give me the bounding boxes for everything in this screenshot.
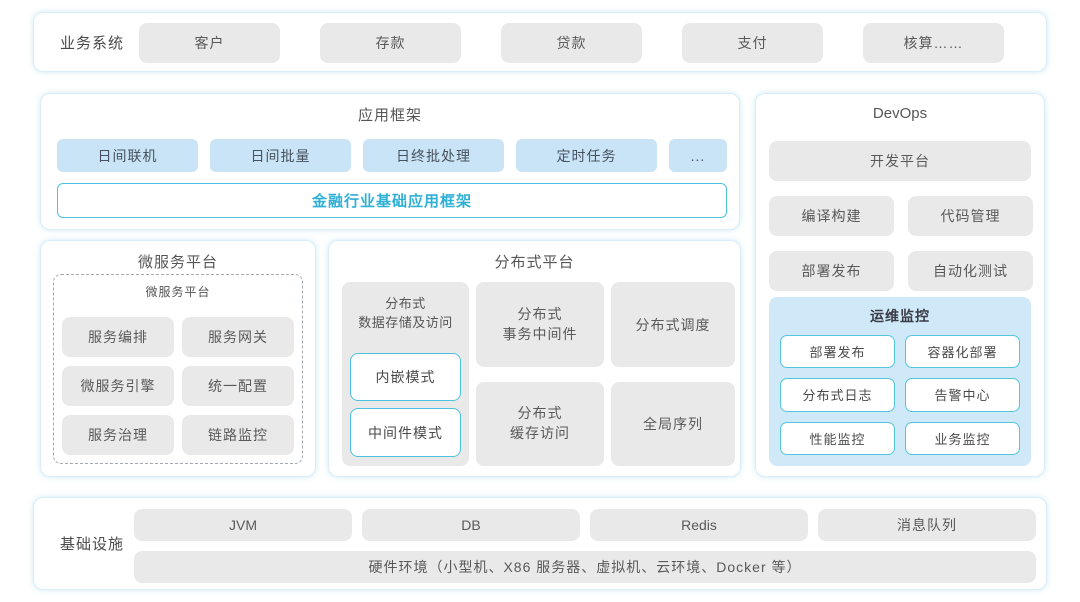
distributed-storage-label: 分布式 数据存储及访问: [358, 296, 453, 330]
af-item-eod-batch: 日终批处理: [363, 139, 504, 172]
ms-link-monitoring: 链路监控: [182, 415, 294, 455]
monitor-distributed-log: 分布式日志: [780, 378, 895, 412]
af-item-scheduled-task: 定时任务: [516, 139, 657, 172]
microservice-title: 微服务平台: [137, 254, 218, 271]
microservice-inner-title: 微服务平台: [145, 285, 211, 299]
monitor-business: 业务监控: [905, 421, 1020, 455]
af-item-daytime-batch: 日间批量: [210, 139, 351, 172]
monitor-performance: 性能监控: [780, 421, 895, 455]
infra-db: DB: [362, 509, 580, 541]
business-item-customer: 客户: [139, 23, 280, 63]
business-items-row: 客户 存款 贷款 支付 核算……: [139, 23, 1004, 63]
business-layer-label: 业务系统: [59, 34, 124, 52]
infrastructure-hardware-row: 硬件环境（小型机、X86 服务器、虚拟机、云环境、Docker 等）: [134, 551, 1036, 583]
infra-jvm: JVM: [134, 509, 352, 541]
monitor-alert-center: 告警中心: [905, 378, 1020, 412]
financial-base-framework-box: 金融行业基础应用框架: [57, 183, 727, 218]
ops-monitoring-grid: 部署发布 容器化部署 分布式日志 告警中心 性能监控 业务监控: [780, 335, 1020, 455]
ms-service-orchestration: 服务编排: [62, 317, 174, 357]
ms-microservice-engine: 微服务引擎: [62, 366, 174, 406]
infrastructure-panel: 基础设施 JVM DB Redis 消息队列 硬件环境（小型机、X86 服务器、…: [33, 497, 1047, 590]
distributed-title: 分布式平台: [494, 254, 575, 271]
monitor-deploy-release: 部署发布: [780, 335, 895, 369]
af-item-more: ...: [669, 139, 727, 172]
infra-message-queue: 消息队列: [818, 509, 1036, 541]
devops-build-box: 编译构建: [769, 196, 894, 236]
af-item-daytime-online: 日间联机: [57, 139, 198, 172]
microservice-panel: 微服务平台 微服务平台 服务编排 服务网关 微服务引擎 统一配置 服务治理 链路…: [40, 240, 316, 477]
business-item-accounting: 核算……: [863, 23, 1004, 63]
business-item-deposit: 存款: [320, 23, 461, 63]
monitor-container-deploy: 容器化部署: [905, 335, 1020, 369]
distributed-global-sequence: 全局序列: [611, 382, 735, 466]
distributed-scheduler: 分布式调度: [611, 282, 735, 367]
devops-autotest-box: 自动化测试: [908, 251, 1033, 291]
distributed-tx-middleware: 分布式 事务中间件: [476, 282, 604, 367]
app-framework-items-row: 日间联机 日间批量 日终批处理 定时任务 ...: [57, 139, 727, 172]
microservice-grid: 服务编排 服务网关 微服务引擎 统一配置 服务治理 链路监控: [62, 317, 294, 455]
business-item-payment: 支付: [682, 23, 823, 63]
app-framework-panel: 应用框架 日间联机 日间批量 日终批处理 定时任务 ... 金融行业基础应用框架: [40, 93, 740, 230]
app-framework-title: 应用框架: [357, 107, 422, 124]
storage-embedded-mode: 内嵌模式: [350, 353, 461, 401]
ops-monitoring-title: 运维监控: [870, 308, 930, 324]
business-item-loan: 贷款: [501, 23, 642, 63]
infrastructure-items-row: JVM DB Redis 消息队列: [134, 509, 1036, 541]
storage-middleware-mode: 中间件模式: [350, 408, 461, 457]
devops-deploy-box: 部署发布: [769, 251, 894, 291]
ms-service-gateway: 服务网关: [182, 317, 294, 357]
infra-hardware-env: 硬件环境（小型机、X86 服务器、虚拟机、云环境、Docker 等）: [134, 551, 1036, 583]
devops-dev-platform-box: 开发平台: [769, 141, 1031, 181]
distributed-panel: 分布式平台 分布式 数据存储及访问 内嵌模式 中间件模式 分布式 事务中间件 分…: [328, 240, 741, 477]
microservice-inner-group: 微服务平台 服务编排 服务网关 微服务引擎 统一配置 服务治理 链路监控: [53, 274, 303, 464]
business-layer-panel: 业务系统 客户 存款 贷款 支付 核算……: [33, 12, 1047, 72]
ms-unified-config: 统一配置: [182, 366, 294, 406]
ops-monitoring-group: 运维监控 部署发布 容器化部署 分布式日志 告警中心 性能监控 业务监控: [769, 297, 1031, 466]
devops-panel: DevOps 开发平台 编译构建 代码管理 部署发布 自动化测试 运维监控 部署…: [755, 93, 1045, 477]
distributed-cache-access: 分布式 缓存访问: [476, 382, 604, 466]
infra-redis: Redis: [590, 509, 808, 541]
infrastructure-label: 基础设施: [59, 536, 124, 553]
ms-service-governance: 服务治理: [62, 415, 174, 455]
devops-title: DevOps: [872, 105, 928, 122]
devops-code-mgmt-box: 代码管理: [908, 196, 1033, 236]
distributed-storage-group: 分布式 数据存储及访问 内嵌模式 中间件模式: [342, 282, 469, 466]
